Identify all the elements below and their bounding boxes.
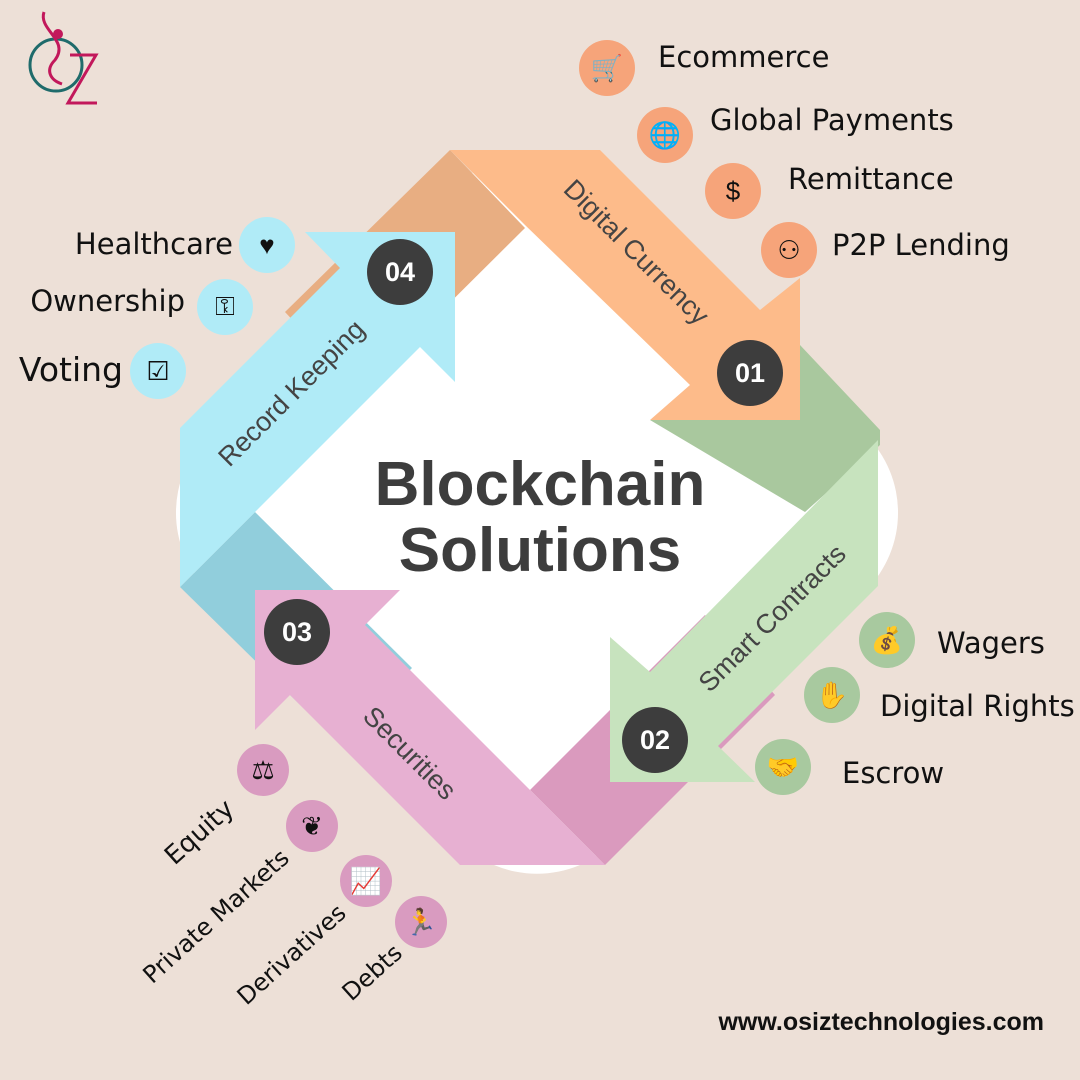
balance-scale-icon: ⚖ bbox=[237, 744, 289, 796]
arrow-record-keeping bbox=[180, 232, 455, 587]
step-badge-03: 03 bbox=[264, 599, 330, 665]
item-ownership: Ownership bbox=[30, 284, 185, 318]
item-escrow: Escrow bbox=[842, 756, 945, 790]
title-line-2: Solutions bbox=[398, 516, 682, 585]
globe-coins-icon: 🌐 bbox=[637, 107, 693, 163]
item-wagers: Wagers bbox=[937, 626, 1045, 660]
item-ecommerce: Ecommerce bbox=[658, 40, 830, 74]
item-digital-rights: Digital Rights bbox=[880, 689, 1075, 723]
arrow-digital-currency bbox=[450, 150, 800, 420]
page-title: Blockchain Solutions bbox=[300, 452, 780, 584]
fold-green bbox=[650, 345, 880, 512]
step-badge-04: 04 bbox=[367, 239, 433, 305]
ballot-box-icon: ☑ bbox=[130, 343, 186, 399]
item-voting: Voting bbox=[18, 350, 123, 389]
dollar-transfer-icon: $ bbox=[705, 163, 761, 219]
running-money-icon: 🏃 bbox=[395, 896, 447, 948]
website-link[interactable]: www.osiztechnologies.com bbox=[718, 1008, 1044, 1036]
circuit-hand-icon: ✋ bbox=[804, 667, 860, 723]
money-bag-hand-icon: 💰 bbox=[859, 612, 915, 668]
logo bbox=[28, 11, 99, 105]
title-line-1: Blockchain bbox=[374, 450, 706, 519]
arrow-securities bbox=[255, 590, 605, 865]
arrow-smart-contracts bbox=[610, 440, 878, 782]
step-badge-01: 01 bbox=[717, 340, 783, 406]
item-remittance: Remittance bbox=[788, 162, 954, 196]
growth-chart-icon: 📈 bbox=[340, 855, 392, 907]
heart-hand-icon: ♥ bbox=[239, 217, 295, 273]
step-badge-02: 02 bbox=[622, 707, 688, 773]
item-p2p-lending: P2P Lending bbox=[832, 228, 1010, 262]
people-network-icon: ⚇ bbox=[761, 222, 817, 278]
item-healthcare: Healthcare bbox=[74, 227, 233, 261]
cart-globe-icon: 🛒 bbox=[579, 40, 635, 96]
key-hand-icon: ⚿ bbox=[197, 279, 253, 335]
handshake-contract-icon: 🤝 bbox=[755, 739, 811, 795]
item-global-payments: Global Payments bbox=[710, 103, 954, 137]
plant-hand-icon: ❦ bbox=[286, 800, 338, 852]
